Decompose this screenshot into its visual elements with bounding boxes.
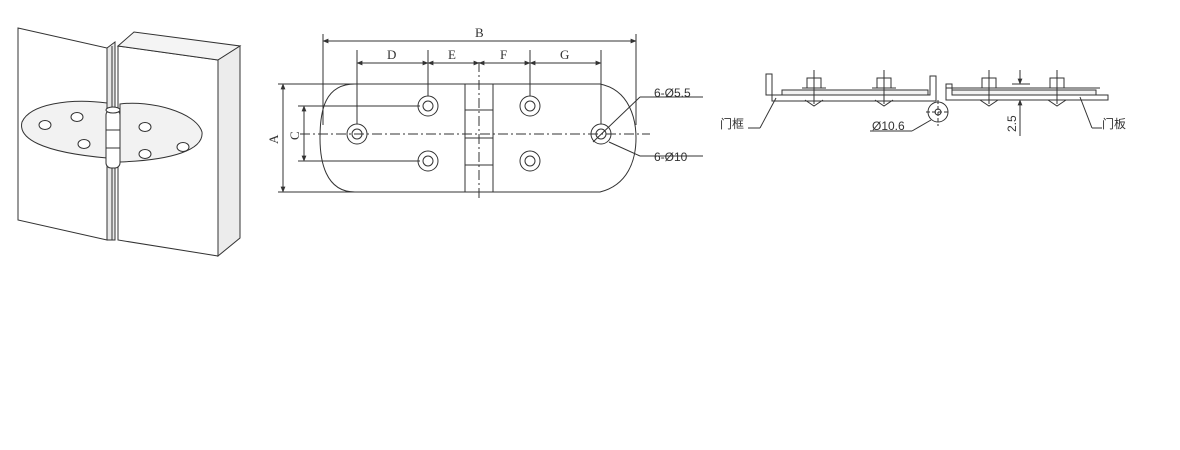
bolt xyxy=(1045,70,1069,107)
door-panel-label: 门板 xyxy=(1102,116,1126,131)
dim-label-f: F xyxy=(500,47,507,62)
dim-label-a: A xyxy=(266,134,281,144)
leader-panel xyxy=(1079,96,1093,129)
leader-large-hole xyxy=(608,141,641,157)
dim-label-b: B xyxy=(475,25,484,40)
door-panel-channel xyxy=(945,83,1109,101)
thickness-label: 2.5 xyxy=(1005,115,1019,132)
hinge-plan-outline-right xyxy=(492,83,637,193)
door-frame-channel xyxy=(765,73,937,102)
bolt xyxy=(802,70,826,107)
iso-hole xyxy=(77,139,91,149)
leader-frame xyxy=(759,97,777,129)
dim-label-d: D xyxy=(387,47,396,62)
dim-label-c: C xyxy=(287,131,302,140)
door-frame-label: 门框 xyxy=(720,116,744,131)
large-hole-callout: 6-Ø10 xyxy=(654,150,688,164)
hinge-isometric-view xyxy=(17,27,242,258)
leader-small-hole xyxy=(592,96,641,143)
hinge-plan-view xyxy=(278,34,703,200)
hinge-knuckle xyxy=(105,109,121,169)
hinge-side-view xyxy=(748,70,1109,136)
leader-pivot xyxy=(911,119,932,132)
dim-label-e: E xyxy=(448,47,456,62)
hinge-plate-left xyxy=(781,89,929,96)
dim-label-g: G xyxy=(560,47,569,62)
small-hole-callout: 6-Ø5.5 xyxy=(654,86,691,100)
right-panel-side xyxy=(217,45,241,258)
iso-hole xyxy=(176,142,190,152)
pivot-diameter-label: Ø10.6 xyxy=(872,119,905,133)
iso-hole xyxy=(38,120,52,130)
bolt xyxy=(977,70,1001,107)
hinge-plan-outline xyxy=(319,83,466,193)
iso-hole xyxy=(138,149,152,159)
hinge-plate-right xyxy=(945,89,1097,96)
iso-hole xyxy=(138,122,152,132)
bolt xyxy=(872,70,896,107)
iso-hole xyxy=(70,112,84,122)
